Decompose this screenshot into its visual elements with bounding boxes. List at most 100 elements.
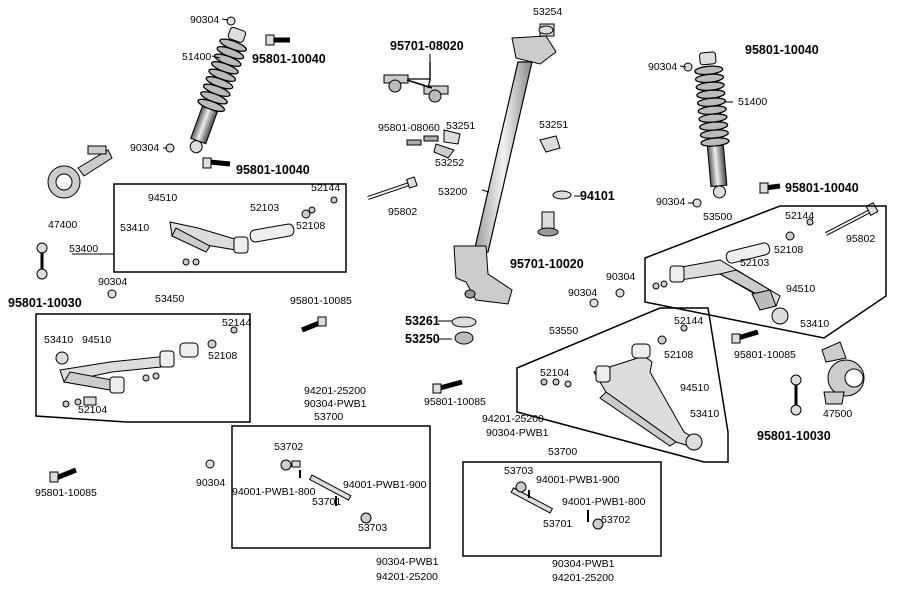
part-label: 47500 <box>823 408 853 420</box>
leader-lines <box>163 18 733 340</box>
part-label: 95802 <box>388 206 418 218</box>
part-label: 94510 <box>680 382 710 394</box>
part-label: 53252 <box>435 157 465 169</box>
small-nuts <box>107 16 702 469</box>
part-label: 53701 <box>312 496 342 508</box>
frame-53550 <box>516 307 729 463</box>
part-label: 94101 <box>580 189 615 203</box>
a-arm-lower-left <box>55 326 238 408</box>
part-label: 90304-PWB1 <box>376 556 439 568</box>
part-label: 95801-10085 <box>35 487 97 499</box>
part-label: 94201-25200 <box>376 571 438 583</box>
part-label: 52108 <box>296 220 326 232</box>
part-label: 94201-25200 <box>482 413 544 425</box>
frame-53700-left <box>231 425 431 549</box>
part-label: 52144 <box>311 182 341 194</box>
part-label: 90304 <box>606 271 636 283</box>
part-label: 53254 <box>533 6 563 18</box>
part-label: 53550 <box>549 325 579 337</box>
part-label: 95801-10040 <box>745 43 819 57</box>
part-label: 95802 <box>846 233 876 245</box>
part-label: 51400 <box>738 96 768 108</box>
part-label: 95701-08020 <box>390 39 464 53</box>
bushing-parts-center <box>406 129 561 159</box>
part-label: 94510 <box>82 334 112 346</box>
part-label: 94510 <box>786 283 816 295</box>
part-label: 90304 <box>648 61 678 73</box>
part-label: 53251 <box>446 120 476 132</box>
part-label: 53410 <box>120 222 150 234</box>
small-hardware-center <box>451 25 572 345</box>
part-label: 53410 <box>800 318 830 330</box>
part-label: 53702 <box>601 514 631 526</box>
part-label: 47400 <box>48 219 78 231</box>
part-label: 53703 <box>504 465 534 477</box>
part-label: 95801-10085 <box>424 396 486 408</box>
part-label: 90304 <box>98 276 128 288</box>
tie-rod-left <box>280 459 372 524</box>
part-label: 52108 <box>664 349 694 361</box>
a-arm-upper-right <box>652 218 814 325</box>
knuckle-bolts <box>36 242 802 416</box>
tie-rod-right <box>510 481 604 530</box>
part-label: 53700 <box>314 411 344 423</box>
part-label: 52103 <box>740 257 770 269</box>
frame-53500 <box>644 205 887 339</box>
shock-absorber-left <box>189 26 248 154</box>
part-label: 90304-PWB1 <box>552 558 615 570</box>
part-label: 95801-10040 <box>236 163 310 177</box>
steering-knuckle-left <box>47 145 113 199</box>
a-arm-upper-left <box>169 196 338 266</box>
part-label: 95801-08060 <box>378 122 440 134</box>
part-label: 95801-10040 <box>252 52 326 66</box>
part-label: 53410 <box>44 334 74 346</box>
part-label: 94201-25200 <box>552 572 614 584</box>
part-label: 52108 <box>208 350 238 362</box>
part-label: 51400 <box>182 51 212 63</box>
part-label: 53261 <box>405 314 440 328</box>
frame-53450 <box>35 313 251 423</box>
part-label: 52108 <box>774 244 804 256</box>
part-label: 95801-10030 <box>757 429 831 443</box>
part-label: 52144 <box>222 317 252 329</box>
part-label: 95801-10085 <box>734 349 796 361</box>
part-label: 90304-PWB1 <box>486 427 549 439</box>
part-label: 95801-10040 <box>785 181 859 195</box>
part-label: 90304 <box>656 196 686 208</box>
part-label: 53400 <box>69 243 99 255</box>
part-label: 94201-25200 <box>304 385 366 397</box>
part-label: 94001-PWB1-900 <box>343 479 427 491</box>
part-label: 53251 <box>539 119 569 131</box>
part-label: 52103 <box>250 202 280 214</box>
part-label: 90304 <box>130 142 160 154</box>
part-label: 53250 <box>405 332 440 346</box>
part-label: 53700 <box>548 446 578 458</box>
part-label: 52144 <box>674 315 704 327</box>
part-label: 53410 <box>690 408 720 420</box>
part-label: 52104 <box>78 404 108 416</box>
part-label: 94001-PWB1-800 <box>562 496 646 508</box>
part-label: 53703 <box>358 522 388 534</box>
long-bolts <box>49 34 879 483</box>
steering-knuckle-right <box>821 341 865 405</box>
part-label: 90304-PWB1 <box>304 398 367 410</box>
part-label: 95701-10020 <box>510 257 584 271</box>
part-label: 53500 <box>703 211 733 223</box>
tie-rod-end-parts <box>383 62 449 103</box>
part-label: 52104 <box>540 367 570 379</box>
part-label: 94001-PWB1-800 <box>232 486 316 498</box>
part-label: 53450 <box>155 293 185 305</box>
part-label: 94001-PWB1-900 <box>536 474 620 486</box>
part-label: 90304 <box>190 14 220 26</box>
part-label: 53701 <box>543 518 573 530</box>
a-arm-lower-right <box>540 324 703 451</box>
part-label: 90304 <box>196 477 226 489</box>
frame-53700-right <box>462 461 662 557</box>
part-label: 53200 <box>438 186 468 198</box>
part-label: 52144 <box>785 210 815 222</box>
part-label: 90304 <box>568 287 598 299</box>
frame-53400 <box>113 183 347 273</box>
part-label: 95801-10030 <box>8 296 82 310</box>
